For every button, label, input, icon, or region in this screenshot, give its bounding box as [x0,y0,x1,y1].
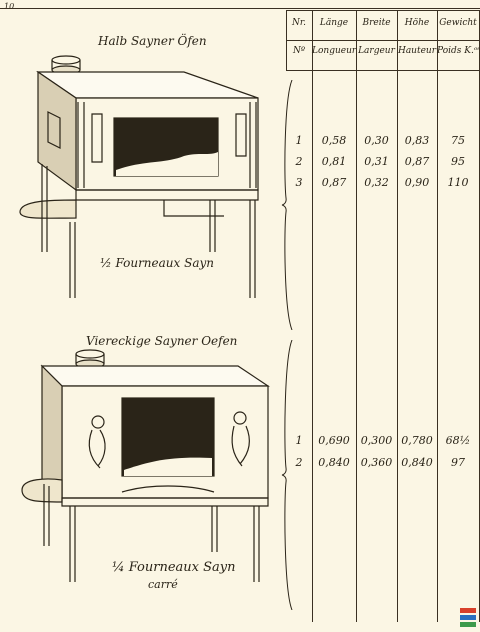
header-hauteur: Hauteur [397,46,437,56]
header-poids: Poids K.ᵒˢ [437,46,480,56]
cell-breite: 0,30 [364,134,389,147]
cell-hoehe: 0,840 [401,456,433,469]
header-longueur: Longueur [312,46,357,56]
group-1-bracket [281,80,293,330]
cell-hoehe: 0,780 [401,434,433,447]
top-rule [0,8,480,9]
header-largeur: Largeur [358,46,395,56]
cell-laenge: 0,840 [318,456,350,469]
cell-breite: 0,31 [364,155,389,168]
cell-breite: 0,300 [360,434,393,447]
cell-laenge: 0,87 [321,176,347,189]
cell-hoehe: 0,83 [404,134,430,147]
cell-laenge: 0,58 [321,134,347,147]
half-sayn-stove-illustration [19,55,259,298]
header-breite: Breite [362,18,391,28]
cell-nr: 2 [295,155,303,168]
cell-breite: 0,32 [364,176,389,189]
cell-nr: 2 [295,456,303,469]
header-nr: Nr. [291,18,307,28]
header-hoehe: Höhe [404,18,430,28]
cell-laenge: 0,690 [318,434,350,447]
header-no: Nº [292,46,306,56]
cell-nr: 1 [295,434,303,447]
section-2-title: Viereckige Sayner Oefen [86,334,238,348]
cell-hoehe: 0,87 [404,155,430,168]
table-top-rule [286,10,480,11]
table-header-bottom-rule [286,70,480,71]
col-rule-2 [356,10,357,622]
table-left-rule [286,10,287,70]
col-rule-1 [312,10,313,622]
page-number: 10. [4,2,17,11]
group-2-bracket [281,340,293,610]
cell-breite: 0,360 [360,456,393,469]
table-header-rule [286,40,480,41]
cell-hoehe: 0,90 [404,176,430,189]
section-1-title: Halb Sayner Öfen [98,34,207,48]
cell-gewicht: 75 [451,134,465,147]
section-2-caption: ¼ Fourneaux Sayn [112,560,236,575]
cell-gewicht: 110 [447,176,469,189]
cell-nr: 3 [295,176,303,189]
section-1-caption: ½ Fourneaux Sayn [100,256,214,270]
logo-bar-red [460,608,476,613]
cell-gewicht: 68½ [445,434,471,447]
cell-gewicht: 95 [451,155,465,168]
watermark-logo [460,608,476,628]
square-sayn-stove-illustration [21,349,270,582]
cell-laenge: 0,81 [321,155,347,168]
logo-bar-blue [460,615,476,620]
cell-gewicht: 97 [451,456,465,469]
logo-bar-green [460,622,476,627]
col-rule-3 [397,10,398,622]
cell-nr: 1 [295,134,303,147]
col-rule-4 [437,10,438,622]
section-2-caption-sub: carré [148,578,178,591]
header-gewicht: Gewicht [439,18,477,28]
header-laenge: Länge [319,18,349,28]
